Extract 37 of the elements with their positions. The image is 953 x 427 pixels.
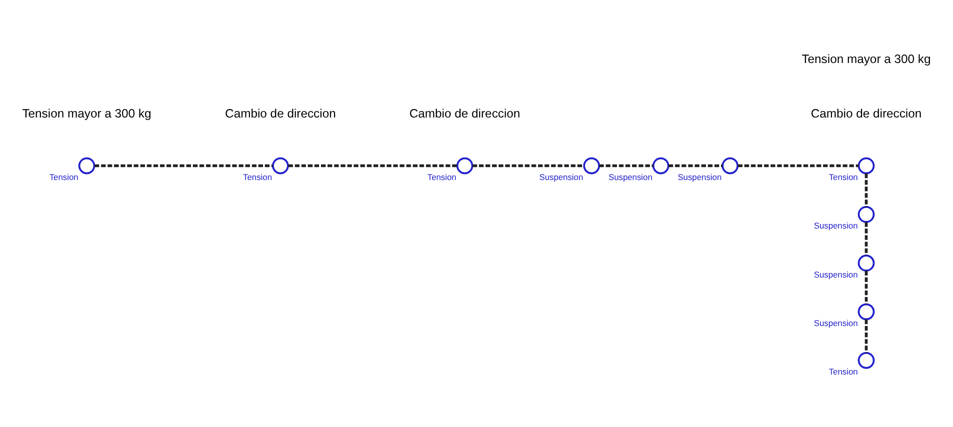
node-label: Tension [49,172,78,182]
node-circle [722,157,738,174]
node-circle [858,157,875,174]
label: Tension mayor a 300 kg [22,106,152,120]
connector [864,222,868,256]
node-label: Suspension [814,220,858,231]
node-circle [858,352,875,369]
node-label: Suspension [814,269,858,280]
node-circle [583,157,600,174]
node-label: Suspension [814,318,858,328]
connector [288,164,458,168]
node-circle [858,303,875,320]
node-circle [272,157,289,174]
connector [94,164,273,168]
connector [864,270,868,304]
label: Cambio de direccion [409,106,520,120]
node-label: Tension [828,172,858,182]
connector [864,319,868,353]
connector [472,164,584,168]
connector [599,164,654,168]
connector [864,173,868,207]
node-label: Suspension [608,172,652,182]
node-circle [456,157,474,174]
connector [738,164,859,168]
node-circle [78,157,96,174]
node-label: Suspension [539,172,584,182]
label: Cambio de direccion [810,106,922,120]
node-label: Tension [243,172,272,182]
label: Cambio de direccion [225,106,336,120]
node-label: Tension [427,172,456,182]
connector [668,164,722,168]
node-label: Suspension [678,172,722,182]
label: Tension mayor a 300 kg [802,52,931,66]
node-label: Tension [828,366,858,377]
node-circle [858,254,875,272]
node-circle [858,206,875,223]
node-circle [652,157,670,174]
